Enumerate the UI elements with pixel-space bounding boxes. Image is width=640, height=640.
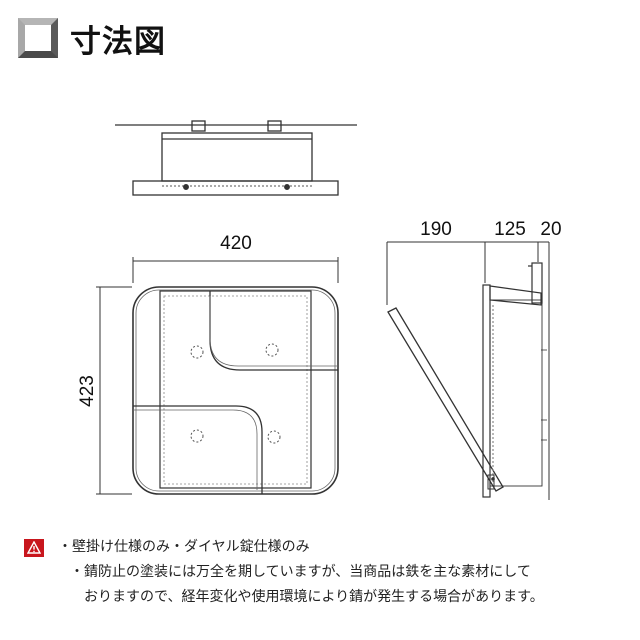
panel-divider-lines bbox=[133, 291, 338, 494]
note-1: ・壁掛け仕様のみ・ダイヤル錠仕様のみ bbox=[58, 539, 310, 555]
open-flap bbox=[387, 307, 504, 492]
hinge-right bbox=[267, 120, 282, 132]
depth-top-label: 20 bbox=[540, 219, 561, 240]
mounting-holes bbox=[190, 343, 281, 444]
height-label: 423 bbox=[77, 375, 98, 407]
screw-right bbox=[284, 184, 290, 190]
depth-body-label: 125 bbox=[494, 219, 526, 240]
top-view bbox=[115, 120, 357, 196]
hole-bottom-right bbox=[267, 430, 281, 444]
side-body bbox=[489, 299, 543, 487]
dimension-drawing: 420 423 bbox=[77, 120, 562, 500]
note-2-continuation: おりますので、経年変化や使用環境により錆が発生する場合があります。 bbox=[84, 589, 544, 605]
width-label: 420 bbox=[220, 233, 252, 254]
screw-left bbox=[183, 184, 189, 190]
warning-triangle-icon bbox=[24, 538, 44, 557]
hole-top-right bbox=[265, 343, 279, 357]
title-square-icon bbox=[18, 18, 58, 58]
title-bar: 寸法図 bbox=[18, 14, 166, 62]
side-hinge bbox=[487, 474, 495, 490]
hole-bottom-left bbox=[190, 429, 204, 443]
hinge-left bbox=[191, 120, 206, 132]
hole-top-left bbox=[190, 345, 204, 359]
note-2: ・錆防止の塗装には万全を期していますが、当商品は鉄を主な素材にして bbox=[70, 564, 531, 580]
notes: ・壁掛け仕様のみ・ダイヤル錠仕様のみ ・錆防止の塗装には万全を期していますが、当… bbox=[24, 535, 634, 610]
top-flange bbox=[132, 180, 339, 196]
front-outer-frame bbox=[132, 286, 339, 495]
front-view: 420 423 bbox=[77, 233, 339, 495]
note-2-line: ・錆防止の塗装には万全を期していますが、当商品は鉄を主な素材にして bbox=[24, 560, 634, 585]
front-panel bbox=[159, 290, 312, 489]
side-top-lid bbox=[489, 262, 543, 306]
page-title: 寸法図 bbox=[70, 23, 166, 60]
front-panel-hatch bbox=[163, 295, 308, 485]
top-box bbox=[161, 132, 313, 182]
note-warning-line: ・壁掛け仕様のみ・ダイヤル錠仕様のみ bbox=[24, 535, 634, 560]
side-back-panel bbox=[482, 284, 491, 498]
depth-flap-label: 190 bbox=[420, 219, 452, 240]
side-view: 190 125 20 bbox=[386, 219, 562, 500]
